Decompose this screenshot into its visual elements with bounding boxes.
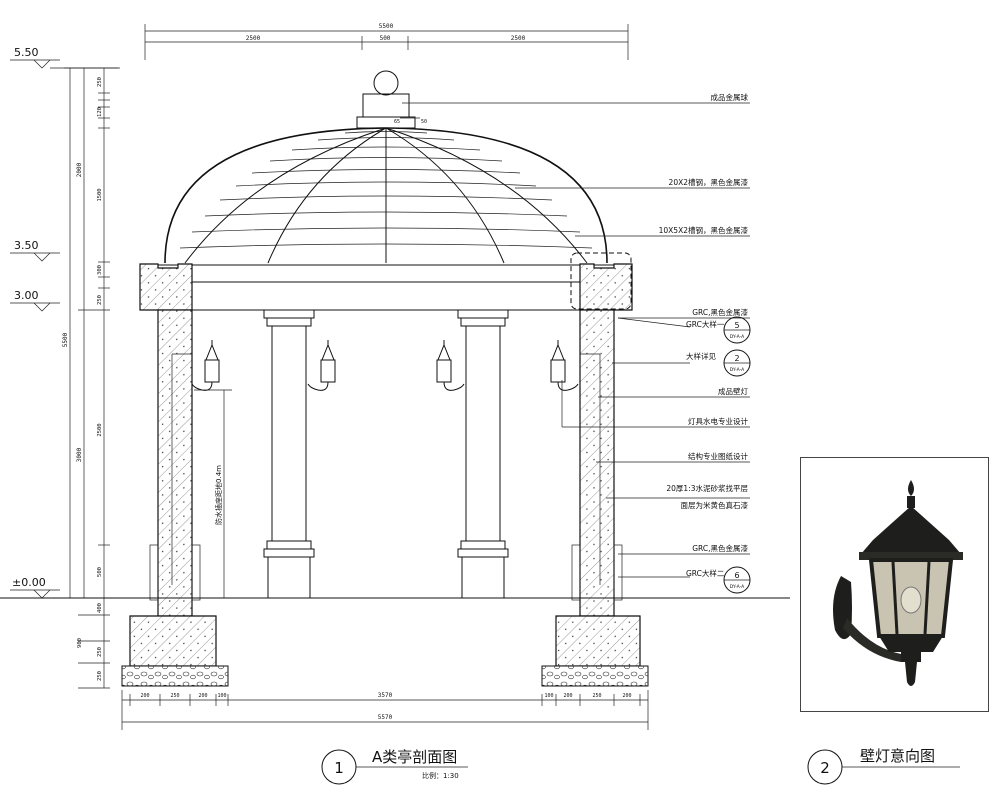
dim-seg1: 250 [97, 77, 103, 87]
callout-4: GRC大样一 [686, 319, 725, 329]
dim-bottom-r1: 100 [544, 693, 553, 699]
svg-text:DY-A-A: DY-A-A [730, 367, 745, 373]
callout-3: GRC,黑色金属漆 [692, 307, 748, 317]
callout-10: 面层为米黄色真石漆 [681, 500, 749, 510]
top-small-dims: 65 50 [394, 117, 427, 125]
dim-bottom-r4: 200 [622, 693, 631, 699]
callout-leaders [402, 102, 750, 578]
detail-bubble-1: 5 DY-A-A [723, 316, 751, 344]
drawing1-number: 1 [334, 759, 344, 777]
drawing2-number: 2 [820, 759, 830, 777]
bottom-dimensions: 200 250 200 100 3570 100 200 250 200 557… [121, 690, 649, 730]
dim-left-total: 5500 [62, 332, 69, 347]
lamp-arm [843, 618, 901, 662]
dim-bottom-inner: 3570 [378, 692, 393, 699]
lamp-bulb [900, 586, 922, 614]
lamp-1 [191, 340, 220, 391]
elev-ground: ±0.00 [12, 576, 46, 589]
dim-top-left: 2500 [246, 35, 261, 42]
lamp-4 [550, 340, 579, 391]
lamp-bottom-finial [905, 662, 917, 686]
dim-bottom-l3: 200 [198, 693, 207, 699]
callout-5: 大样详见 [686, 351, 716, 361]
svg-text:6: 6 [734, 571, 739, 580]
wall-lamps [191, 340, 579, 391]
callout-0: 成品金属球 [711, 92, 749, 102]
dim-seg3: 1500 [97, 188, 103, 201]
dim-bottom-l4: 100 [217, 693, 226, 699]
callout-2: 10X5X2槽钢，黑色金属漆 [659, 225, 749, 235]
beam [139, 264, 633, 311]
columns [263, 309, 509, 599]
dim-top-right: 2500 [511, 35, 526, 42]
dim-left-upper: 2000 [76, 162, 83, 177]
svg-text:2: 2 [734, 354, 739, 363]
drawing-title-1: 1 A类亭剖面图 比例：1:30 [321, 748, 468, 785]
dim-seg6: 2500 [97, 423, 103, 436]
wall-lamp-illustration [833, 480, 963, 686]
drawing-title-2: 2 壁灯意向图 [807, 747, 960, 785]
svg-text:DY-A-A: DY-A-A [730, 334, 745, 340]
dim-bottom-l2: 250 [170, 693, 179, 699]
dim-top-total: 5500 [379, 23, 394, 30]
lamp-2 [307, 340, 336, 391]
lamp-finial [908, 480, 914, 496]
left-wall [121, 263, 229, 687]
socket-dimension: 防水插座距地0.4m [194, 389, 232, 598]
dome [164, 70, 608, 264]
dim-bottom-l1: 200 [140, 693, 149, 699]
drawing2-title: 壁灯意向图 [860, 747, 935, 765]
callout-11: GRC,黑色金属漆 [692, 543, 748, 553]
dim-seg7: 500 [97, 567, 103, 577]
dim-top-mid: 500 [380, 35, 391, 42]
dim-foot-total: 900 [77, 638, 83, 648]
callout-6: 成品壁灯 [718, 386, 748, 396]
dim-foot2: 250 [97, 647, 103, 657]
dim-seg5: 250 [97, 295, 103, 305]
callout-8: 结构专业图纸设计 [688, 451, 748, 461]
callout-7: 灯具水电专业设计 [688, 416, 748, 426]
callout-texts: 成品金属球 20X2槽钢，黑色金属漆 10X5X2槽钢，黑色金属漆 GRC,黑色… [659, 92, 749, 578]
dim-seg4: 300 [97, 265, 103, 275]
lamp-3 [436, 340, 465, 391]
dim-left-lower: 3000 [76, 447, 83, 462]
dim-bottom-r2: 200 [563, 693, 572, 699]
dim-small-a: 65 [394, 119, 400, 125]
top-dimensions: 5500 2500 500 2500 [144, 23, 629, 60]
drawing1-title: A类亭剖面图 [372, 748, 457, 766]
detail-bubble-3: 6 DY-A-A [723, 566, 751, 594]
elev-dome-base: 3.50 [14, 239, 39, 252]
elev-beam: 3.00 [14, 289, 39, 302]
callout-12: GRC大样二 [686, 568, 725, 578]
dim-foot1: 400 [97, 603, 103, 613]
dim-bottom-total: 5570 [378, 714, 393, 721]
callout-1: 20X2槽钢，黑色金属漆 [669, 177, 749, 187]
wall-lamp-image-frame [800, 457, 989, 712]
svg-text:5: 5 [734, 321, 739, 330]
dim-foot3: 250 [97, 671, 103, 681]
dim-small-b: 50 [421, 119, 427, 125]
elevation-markers: 5.50 3.50 3.00 ±0.00 [10, 46, 120, 599]
left-dimensions: 5500 2000 3000 250 120 1500 300 250 2500… [62, 67, 118, 689]
elev-top: 5.50 [14, 46, 39, 59]
dim-bottom-r3: 250 [592, 693, 601, 699]
socket-note: 防水插座距地0.4m [214, 465, 223, 525]
dim-seg2: 120 [97, 107, 103, 117]
detail-circle-marker [570, 252, 632, 310]
lamp-roof [861, 506, 961, 554]
right-wall [541, 252, 649, 687]
callout-9: 20厚1:3水泥砂浆找平层 [666, 483, 748, 493]
svg-text:DY-A-A: DY-A-A [730, 584, 745, 590]
detail-bubble-2: 2 DY-A-A [723, 349, 751, 377]
drawing1-scale: 比例：1:30 [422, 771, 459, 780]
